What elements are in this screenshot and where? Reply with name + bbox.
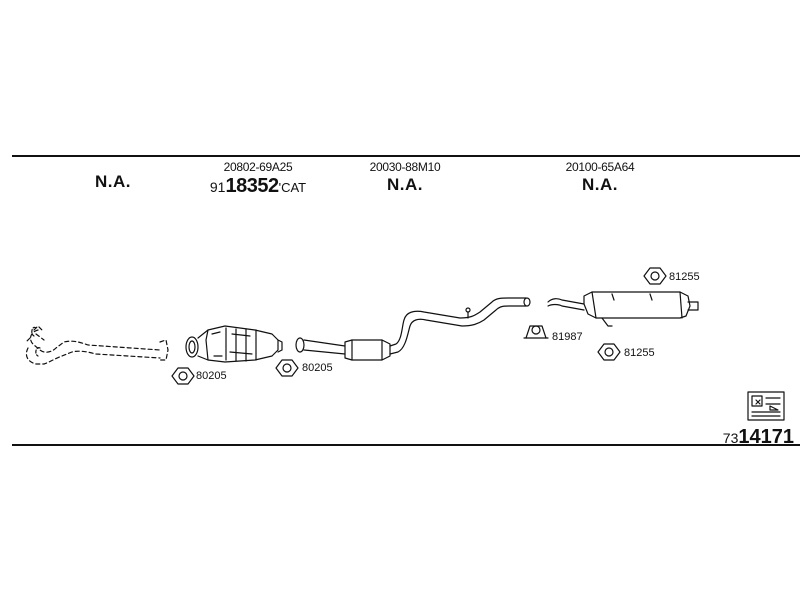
ref-hanger-rubber: 81987 [552, 331, 583, 343]
document-main: 14171 [738, 426, 794, 448]
gasket-cat-front-icon [171, 367, 195, 385]
ref-gasket-rear-bottom: 81255 [624, 347, 655, 359]
ref-gasket-cat-front: 80205 [196, 370, 227, 382]
rubber-hanger-icon [523, 325, 549, 339]
document-icon [747, 391, 785, 421]
ref-gasket-rear-top: 81255 [669, 271, 700, 283]
catalog-main: 18352 [225, 175, 279, 197]
catalog-suffix: CAT [281, 180, 307, 195]
gasket-rear-top-icon [643, 267, 667, 285]
rear-muffler [547, 291, 699, 327]
col4-part-number: 20100-65A64 [565, 160, 635, 174]
ref-gasket-cat-rear: 80205 [302, 362, 333, 374]
col2-catalog-number: 9118352'CAT [209, 175, 307, 197]
document-prefix: 73 [722, 430, 739, 446]
gasket-rear-bottom-icon [597, 343, 621, 361]
bottom-rule [12, 444, 800, 446]
gasket-cat-rear-icon [275, 359, 299, 377]
col2-part-number: 20802-69A25 [223, 160, 293, 174]
col3-na-label: N.A. [387, 175, 423, 194]
center-pipe-with-middle-muffler [295, 297, 531, 361]
document-number: 7314171 [723, 426, 794, 449]
top-rule [12, 155, 800, 157]
catalytic-converter [185, 325, 283, 363]
col3-part-number: 20030-88M10 [369, 160, 441, 174]
catalog-prefix: 91 [209, 179, 226, 195]
front-pipe-dashed [25, 325, 169, 365]
col4-na-label: N.A. [582, 175, 618, 194]
front-pipe-flange [31, 326, 41, 357]
col1-na-label: N.A. [95, 172, 131, 191]
